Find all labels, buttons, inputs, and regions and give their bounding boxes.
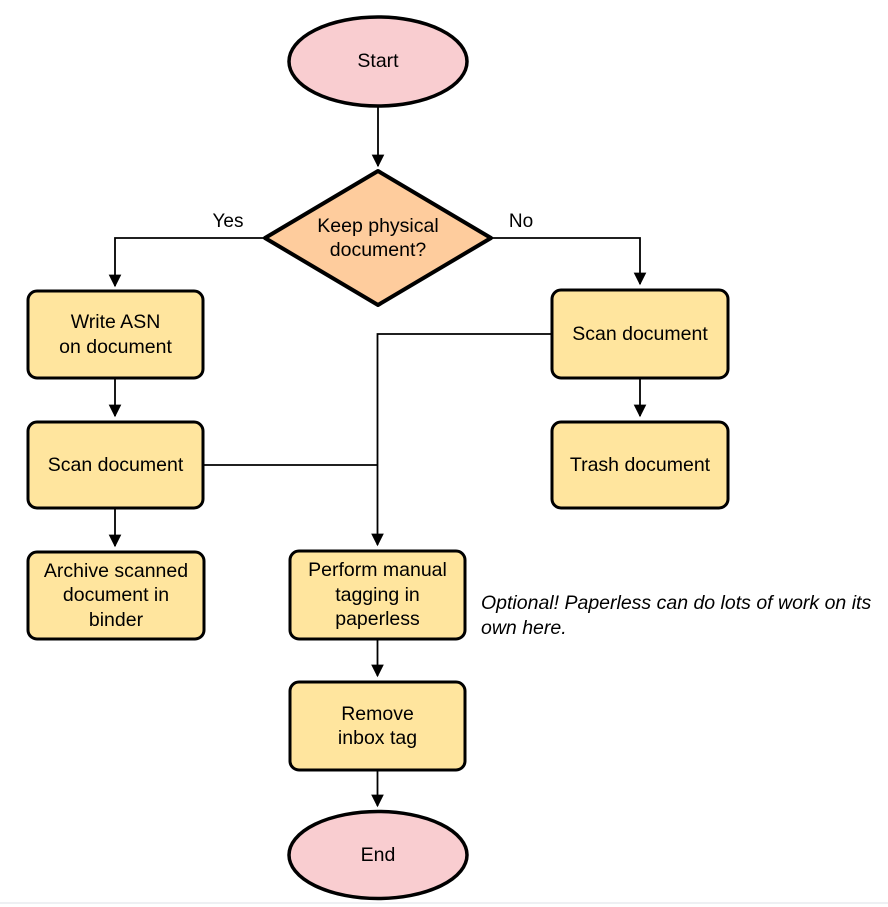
edge-scan-right-perform-tagging bbox=[371, 333, 552, 547]
yes-edge-label: Yes bbox=[212, 211, 244, 232]
write-asn-box-shape bbox=[26, 289, 205, 380]
end-terminal-shape bbox=[287, 809, 469, 901]
edge-decision-write-asn bbox=[108, 237, 265, 288]
scan-right-box-shape bbox=[550, 288, 730, 380]
remove-inbox-box-shape bbox=[288, 680, 467, 772]
scan-left-box-shape bbox=[26, 420, 205, 510]
perform-tagging-box-shape bbox=[288, 549, 467, 641]
bottom-divider-line bbox=[0, 902, 888, 904]
trash-box-shape bbox=[550, 420, 730, 510]
archive-box-shape bbox=[26, 550, 206, 641]
nodes bbox=[26, 15, 730, 901]
edges bbox=[108, 106, 647, 808]
edge-decision-scan-right bbox=[491, 237, 647, 286]
decision-diamond-shape bbox=[263, 169, 493, 307]
optional-note-text: Optional! Paperless can do lots of work … bbox=[481, 592, 872, 639]
no-edge-label: No bbox=[508, 211, 534, 232]
start-terminal-shape bbox=[287, 15, 469, 108]
